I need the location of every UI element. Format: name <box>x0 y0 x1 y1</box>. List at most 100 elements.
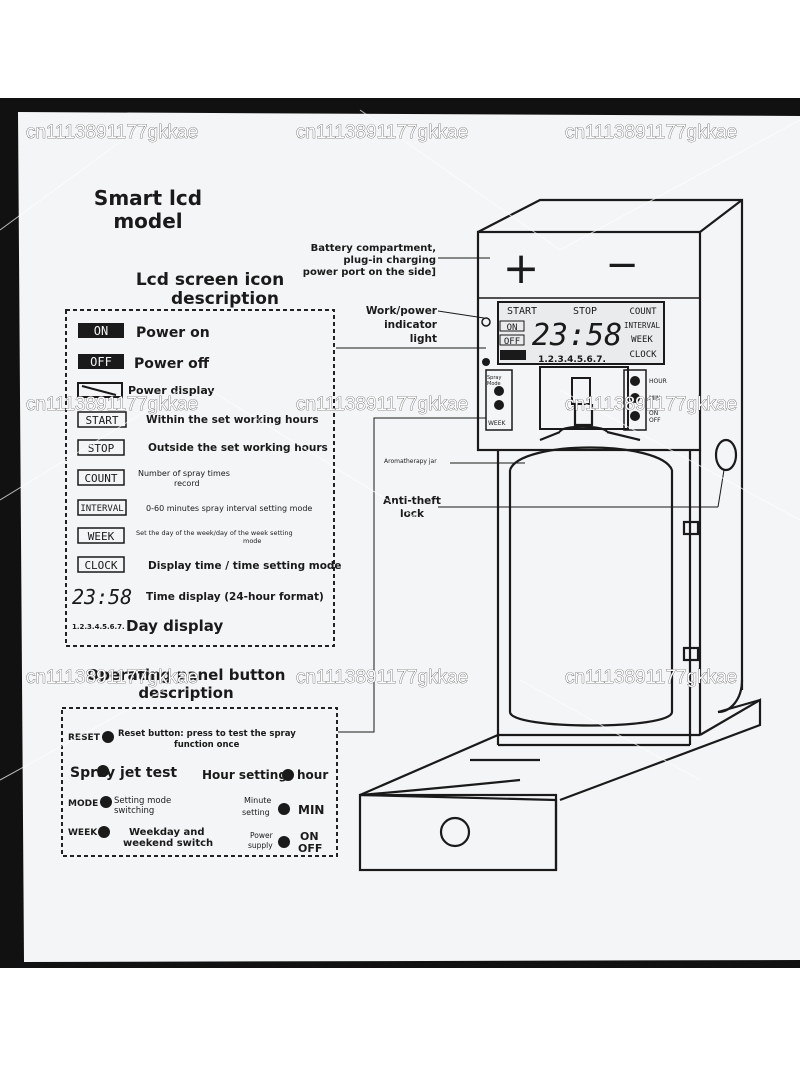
work-light-2: indicator <box>384 319 438 331</box>
lcd-row-week-1: Set the day of the week/day of the week … <box>136 529 293 537</box>
watermark: cn1113891177gkkae <box>26 122 198 143</box>
button-callout-line <box>338 417 486 733</box>
lcd-clock: CLOCK <box>629 350 657 360</box>
start-icon-text: START <box>85 414 118 427</box>
work-light-3: light <box>410 333 437 345</box>
minus-icon: − <box>605 242 639 288</box>
watermark: cn1113891177gkkae <box>565 122 737 143</box>
lcd-icon-box <box>65 309 335 647</box>
nozzle <box>571 377 591 405</box>
lcd-row-power-off: Power off <box>134 356 210 372</box>
days-icon: 1.2.3.4.5.6.7. <box>72 623 125 631</box>
power-dot <box>278 836 290 848</box>
lcd-row-power-on: Power on <box>136 325 210 341</box>
button-box <box>61 707 338 857</box>
week-dot <box>98 826 110 838</box>
panel-on: ON <box>649 410 658 417</box>
minute-desc-1: Minute <box>244 796 271 805</box>
week-desc-1: Weekday and <box>129 827 205 838</box>
mode-key: MODE <box>68 799 98 809</box>
aroma-jar <box>508 404 674 727</box>
plus-icon: + <box>503 243 540 294</box>
button-section-title-line1: Operating panel button <box>87 666 286 684</box>
left-button-panel <box>485 369 513 431</box>
power-desc-2: supply <box>248 841 273 850</box>
watermark: cn1113891177gkkae <box>565 394 737 415</box>
panel-off: OFF <box>649 417 661 424</box>
min-dot <box>278 803 290 815</box>
watermark: cn1113891177gkkae <box>26 667 198 688</box>
interval-icon-text: INTERVAL <box>80 504 123 514</box>
start-icon <box>77 411 127 428</box>
lcd-section-title-line2: description <box>171 289 279 309</box>
battery-icon <box>77 382 123 398</box>
count-icon-text: COUNT <box>84 472 117 485</box>
lcd-off-box <box>499 334 525 346</box>
hour-label: Hour setting <box>202 768 287 782</box>
device-btn-l2 <box>494 400 504 410</box>
lcd-section-title-line1: Lcd screen icon <box>136 270 284 290</box>
lcd-row-time: Time display (24-hour format) <box>146 591 324 603</box>
lcd-off: OFF <box>504 337 520 347</box>
stop-icon-text: STOP <box>88 442 115 455</box>
hour-dot <box>282 769 294 781</box>
jar-label: Aromatherapy jar <box>384 458 437 465</box>
spray-dot <box>97 765 109 777</box>
button-section-title-line2: description <box>138 684 233 702</box>
indicator-light-bottom <box>482 358 490 366</box>
battery-callout-3: power port on the side] <box>303 267 436 278</box>
lcd-row-count-2: record <box>174 479 200 488</box>
lcd-count: COUNT <box>629 307 657 317</box>
indicator-light-top <box>481 317 491 327</box>
watermark: cn1113891177gkkae <box>296 122 468 143</box>
mode-desc-1: Setting mode <box>114 796 171 806</box>
lcd-on-box <box>499 320 525 332</box>
min-key: MIN <box>298 803 324 817</box>
page-title-line1: Smart lcd <box>94 186 202 210</box>
off-icon <box>78 354 124 369</box>
lcd-days: 1.2.3.4.5.6.7. <box>538 355 606 365</box>
clock-icon-text: CLOCK <box>84 559 117 572</box>
reset-desc-2: function once <box>174 740 240 750</box>
watermark: cn1113891177gkkae <box>296 667 468 688</box>
watermark: cn1113891177gkkae <box>26 394 198 415</box>
lcd-row-start: Within the set working hours <box>146 414 319 426</box>
nozzle-housing <box>539 366 629 430</box>
lcd-row-clock: Display time / time setting mode <box>148 560 342 572</box>
device-btn-r1 <box>630 376 640 386</box>
hour-key: hour <box>297 768 328 782</box>
battery-callout-2: plug-in charging <box>343 255 436 266</box>
lcd-row-interval: 0-60 minutes spray interval setting mode <box>146 504 312 513</box>
device-btn-r2 <box>630 393 640 403</box>
panel-min: MIN <box>649 395 660 402</box>
power-desc-1: Power <box>250 831 274 840</box>
count-icon <box>77 469 125 486</box>
device-outline <box>358 198 762 872</box>
lcd-battery-icon <box>500 350 526 360</box>
watermark: cn1113891177gkkae <box>296 394 468 415</box>
lcd-week: WEEK <box>631 335 653 345</box>
watermark-lines <box>0 109 800 781</box>
clock-icon <box>77 556 125 573</box>
reset-dot <box>102 731 114 743</box>
week-icon-text: WEEK <box>88 530 115 543</box>
lcd-stop: STOP <box>573 306 597 317</box>
on-key: ON <box>300 830 319 843</box>
lcd-row-count-1: Number of spray times <box>138 469 230 478</box>
lcd-row-week-2: mode <box>243 537 261 545</box>
lcd-start: START <box>507 306 537 317</box>
spray-label: Spray jet test <box>70 765 177 781</box>
interval-icon <box>77 499 127 516</box>
right-button-panel <box>623 369 647 431</box>
page-title-line2: model <box>113 209 182 233</box>
lock-label-1: Anti-theft <box>383 495 441 507</box>
device-btn-l1 <box>494 386 504 396</box>
reset-key: RESET <box>68 733 101 743</box>
lock-callout-riser <box>717 469 725 508</box>
watermark: cn1113891177gkkae <box>565 667 737 688</box>
battery-callout-1: Battery compartment, <box>311 243 436 254</box>
work-light-1: Work/power <box>366 305 438 317</box>
time-icon: 23:58 <box>72 585 132 609</box>
lcd-time: 23:58 <box>532 318 622 353</box>
minute-desc-2: setting <box>242 808 270 817</box>
